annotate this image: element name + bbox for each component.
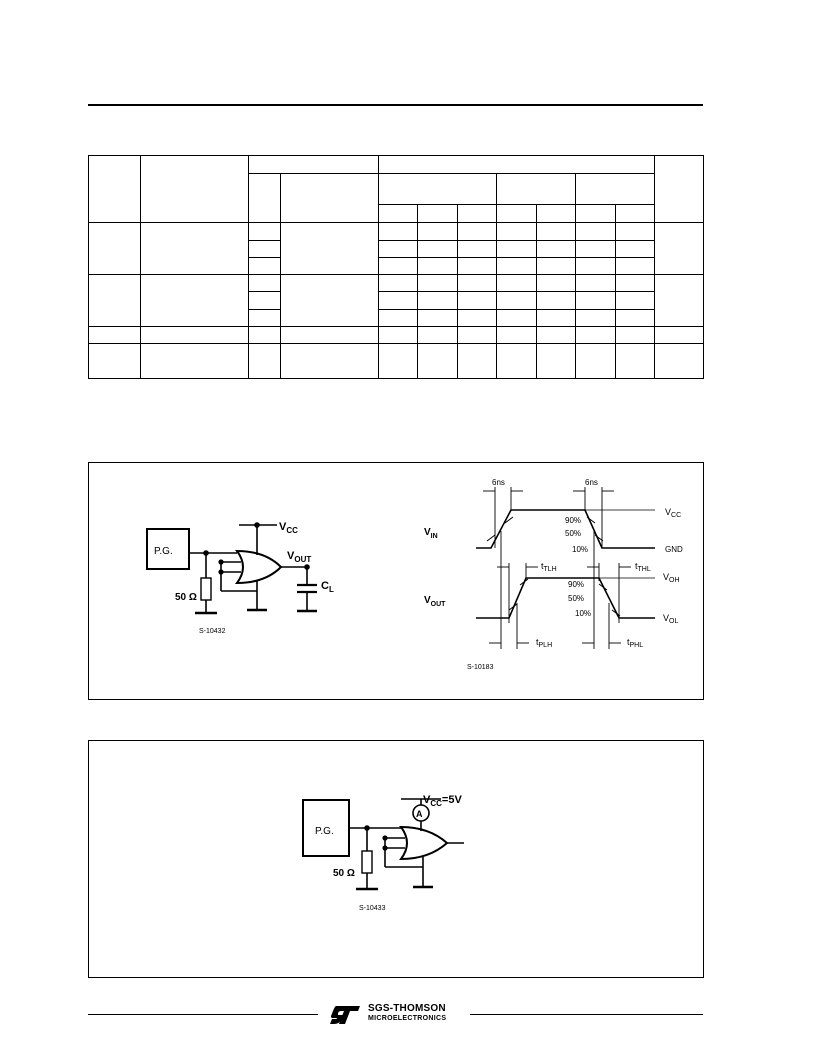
fall-time-label: 6ns bbox=[585, 478, 598, 487]
gnd-label: GND bbox=[665, 545, 683, 554]
svg-text:tTHL: tTHL bbox=[635, 561, 651, 573]
ttlh-label: t bbox=[541, 561, 544, 571]
vin-10-label: 10% bbox=[572, 545, 588, 554]
svg-text:VCC=5V: VCC=5V bbox=[423, 794, 462, 808]
spec-table-grid bbox=[88, 154, 705, 379]
waveform-ref: S-10183 bbox=[467, 664, 494, 671]
header-rule bbox=[88, 104, 703, 106]
circuit-ref-2: S-10433 bbox=[359, 905, 386, 912]
figure-test-circuit-box: P.G. VCC VOUT CL 50 Ω S-10432 bbox=[88, 462, 704, 700]
figure-test-circuit: P.G. VCC VOUT CL 50 Ω S-10432 bbox=[146, 478, 683, 671]
circuit-ref: S-10432 bbox=[199, 628, 226, 635]
ammeter-icon: A bbox=[416, 809, 423, 819]
figure-supply-current-box: A P.G. VCC=5V 50 Ω S-10433 bbox=[88, 740, 704, 978]
cl-label: C bbox=[321, 580, 329, 592]
svg-text:VIN: VIN bbox=[424, 527, 438, 540]
svg-text:VCC: VCC bbox=[665, 507, 681, 519]
vin-label: V bbox=[424, 527, 431, 538]
waveform-diagram bbox=[476, 509, 655, 619]
footer-rule-left bbox=[88, 1014, 318, 1015]
tthl-label: t bbox=[635, 561, 638, 571]
vcc-level-label: V bbox=[665, 507, 671, 517]
vol-label: V bbox=[663, 613, 669, 623]
svg-text:tTLH: tTLH bbox=[541, 561, 557, 573]
rise-time-label: 6ns bbox=[492, 478, 505, 487]
svg-text:VOL: VOL bbox=[663, 613, 678, 625]
vin-50-label: 50% bbox=[565, 529, 581, 538]
svg-text:VOH: VOH bbox=[663, 572, 680, 584]
resistor-label-2: 50 Ω bbox=[333, 868, 355, 879]
vout-10-label: 10% bbox=[575, 609, 591, 618]
svg-text:VCC: VCC bbox=[279, 521, 298, 535]
vcc-label: V bbox=[279, 521, 287, 533]
svg-text:tPLH: tPLH bbox=[536, 637, 552, 649]
vcc-label-2: V bbox=[423, 794, 431, 806]
resistor-label: 50 Ω bbox=[175, 592, 197, 603]
svg-text:tPHL: tPHL bbox=[627, 637, 643, 649]
voh-label: V bbox=[663, 572, 669, 582]
vout-50-label: 50% bbox=[568, 594, 584, 603]
footer-brand: SGS-THOMSON bbox=[368, 1003, 446, 1014]
figure-supply-current: A P.G. VCC=5V 50 Ω S-10433 bbox=[302, 794, 464, 912]
tphl-label: t bbox=[627, 637, 630, 647]
pg-label-2: P.G. bbox=[315, 826, 334, 837]
vout-label: V bbox=[287, 550, 295, 562]
svg-text:VOUT: VOUT bbox=[424, 595, 446, 608]
st-logo: SGS-THOMSON MICROELECTRONICS bbox=[330, 1003, 470, 1027]
svg-text:VOUT: VOUT bbox=[287, 550, 311, 564]
vout-wave-label: V bbox=[424, 595, 431, 606]
svg-text:CL: CL bbox=[321, 580, 334, 594]
pg-label: P.G. bbox=[154, 546, 173, 557]
footer-sub: MICROELECTRONICS bbox=[368, 1015, 447, 1022]
tplh-label: t bbox=[536, 637, 539, 647]
st-logo-icon bbox=[330, 1006, 360, 1024]
vout-90-label: 90% bbox=[568, 580, 584, 589]
footer-rule-right bbox=[470, 1014, 703, 1015]
vin-90-label: 90% bbox=[565, 516, 581, 525]
